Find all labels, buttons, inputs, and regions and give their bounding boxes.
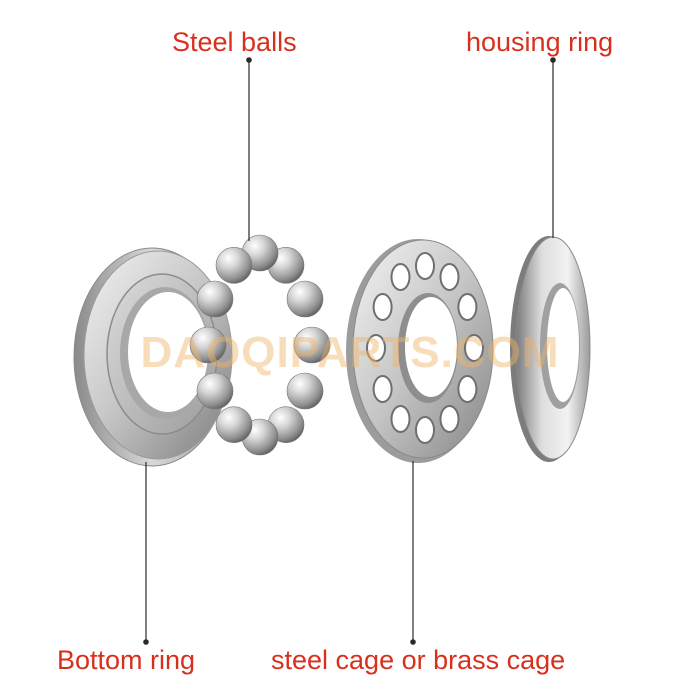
cage-pocket — [464, 334, 484, 362]
steel-ball — [189, 326, 227, 364]
steel-ball — [215, 406, 253, 444]
watermark-text: DAOQIPARTS.COM — [140, 328, 560, 377]
steel-balls — [189, 234, 331, 456]
cage-pocket — [366, 334, 386, 362]
leader-dot-cage — [410, 639, 416, 645]
steel-ball — [286, 280, 324, 318]
cage-pocket — [390, 263, 411, 291]
cage-pocket — [439, 263, 460, 291]
steel-ball — [293, 326, 331, 364]
steel-ball — [215, 246, 253, 284]
bottom-ring — [73, 247, 233, 467]
housing-ring — [510, 236, 591, 462]
cage-pocket — [390, 405, 411, 433]
cage-pocket — [439, 405, 460, 433]
cage-pocket — [457, 375, 478, 403]
steel-ball — [196, 372, 234, 410]
ball-cage — [346, 239, 494, 463]
cage-pocket — [372, 375, 393, 403]
label-housing-ring: housing ring — [466, 27, 614, 57]
leader-dot-housing-ring — [550, 57, 556, 63]
label-steel-balls: Steel balls — [172, 27, 297, 57]
leader-dot-bottom-ring — [143, 639, 149, 645]
steel-ball — [196, 280, 234, 318]
label-bottom-ring: Bottom ring — [57, 645, 196, 675]
leader-dot-steel-balls — [246, 57, 252, 63]
cage-pockets — [366, 252, 484, 444]
cage-pocket — [457, 293, 478, 321]
steel-ball — [286, 372, 324, 410]
leader-lines — [143, 57, 556, 645]
cage-pocket — [415, 252, 435, 280]
label-cage: steel cage or brass cage — [271, 645, 566, 675]
cage-pocket — [415, 416, 435, 444]
cage-pocket — [372, 293, 393, 321]
